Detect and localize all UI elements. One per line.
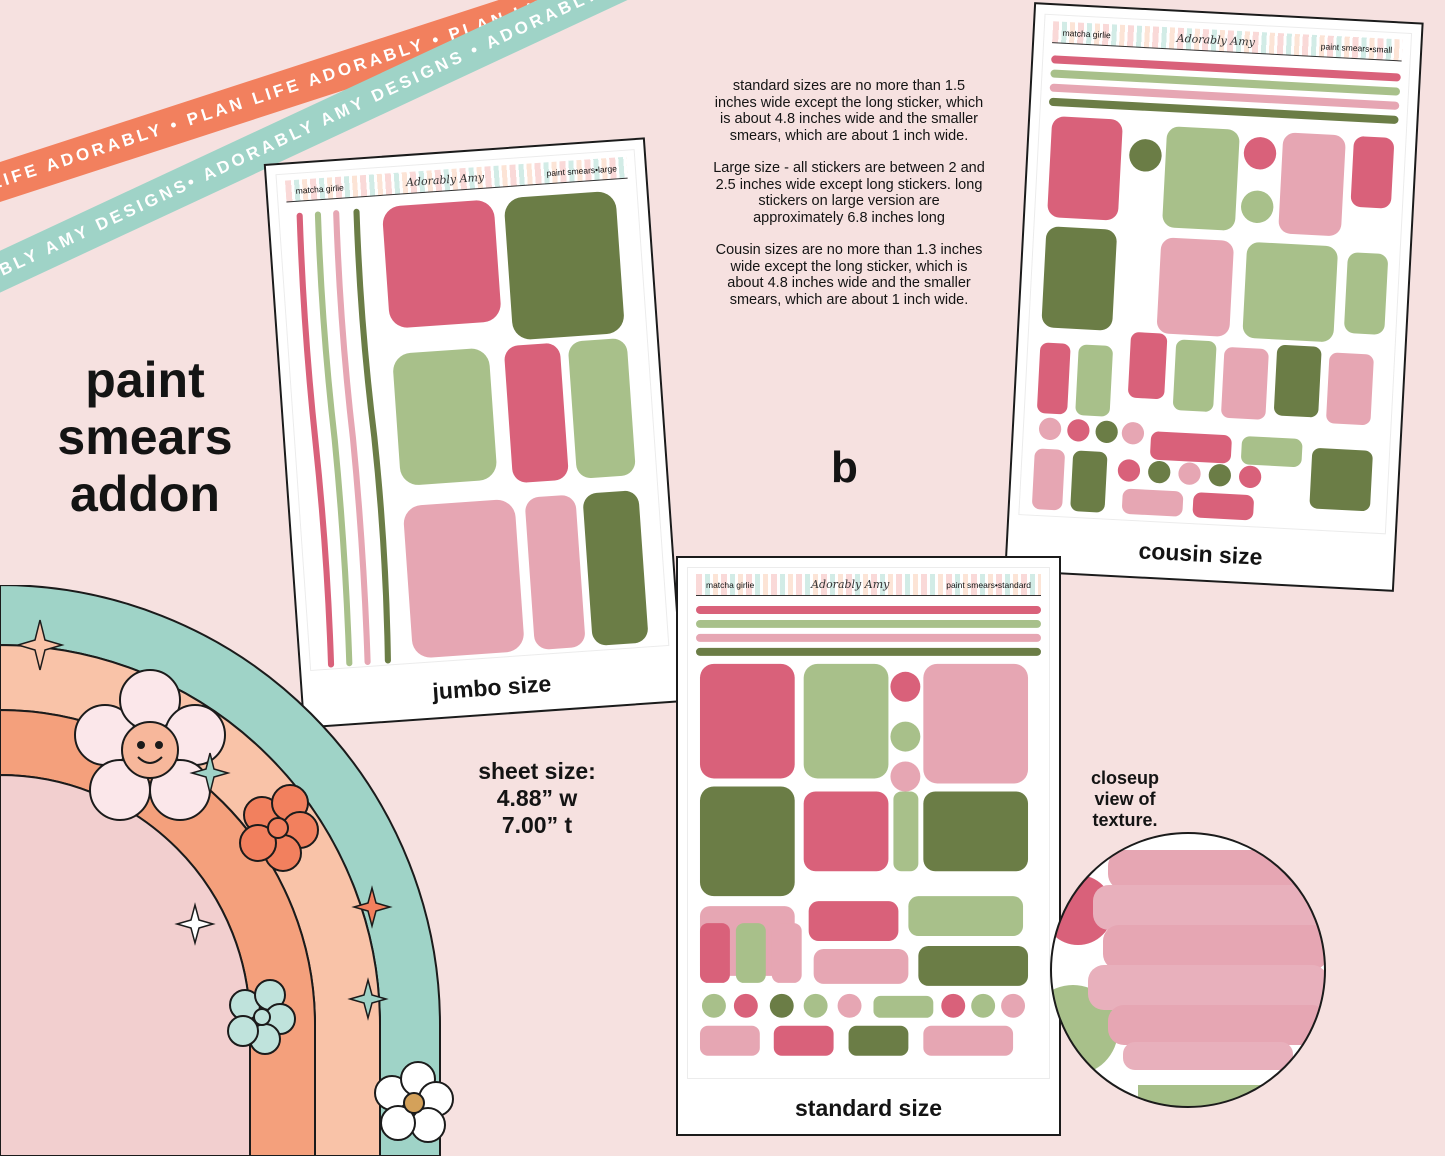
paint-smear-stickers bbox=[296, 191, 648, 668]
title-line: addon bbox=[70, 466, 220, 522]
texture-closeup bbox=[1050, 832, 1326, 1108]
sheet-header: matcha girlie Adorably Amy paint smears•… bbox=[696, 574, 1041, 596]
paint-smear-stickers bbox=[1032, 55, 1401, 521]
closeup-line: view of bbox=[1094, 789, 1156, 809]
closeup-label: closeup view of texture. bbox=[1080, 768, 1170, 831]
sheet-size-label: sheet size: bbox=[478, 758, 596, 784]
flower-icon bbox=[227, 979, 296, 1055]
smiley-flower-icon bbox=[74, 669, 226, 821]
sparkle-icon bbox=[351, 885, 393, 929]
sparkle-icon bbox=[174, 902, 216, 946]
brand-logo: Adorably Amy bbox=[1176, 31, 1256, 49]
brand-logo: Adorably Amy bbox=[405, 170, 485, 190]
card-caption: standard size bbox=[795, 1095, 942, 1121]
title-line: paint bbox=[85, 352, 205, 408]
sparkle-icon bbox=[189, 752, 231, 794]
product-title: paint smears addon bbox=[40, 352, 250, 523]
sticker-sheet: matcha girlie Adorably Amy paint smears•… bbox=[1019, 14, 1412, 534]
large-size-info: Large size - all stickers are between 2 … bbox=[713, 160, 985, 226]
closeup-line: texture. bbox=[1092, 810, 1158, 830]
sheet-size-width: 4.88” w bbox=[496, 785, 578, 811]
sheet-size: sheet size: 4.88” w 7.00” t bbox=[468, 758, 606, 839]
sheet-type: paint smears•large bbox=[546, 162, 618, 178]
brand-logo: Adorably Amy bbox=[811, 578, 890, 591]
flower-icon bbox=[239, 784, 319, 872]
cousin-size-card: matcha girlie Adorably Amy paint smears•… bbox=[1004, 2, 1424, 592]
sheet-theme: matcha girlie bbox=[295, 182, 345, 196]
sheet-type: paint smears•small bbox=[1320, 40, 1393, 55]
card-caption: cousin size bbox=[1137, 537, 1264, 570]
sheet-theme: matcha girlie bbox=[1062, 27, 1112, 40]
jumbo-size-card: matcha girlie Adorably Amy paint smears•… bbox=[263, 137, 685, 729]
sticker-sheet: matcha girlie Adorably Amy paint smears•… bbox=[276, 150, 669, 670]
title-line: smears bbox=[57, 409, 233, 465]
size-info: standard sizes are no more than 1.5 inch… bbox=[712, 78, 986, 324]
rainbow-illustration bbox=[0, 585, 454, 1156]
sheet-type: paint smears•standard bbox=[946, 579, 1031, 590]
paint-smear-stickers bbox=[695, 605, 1041, 1056]
sheet-size-height: 7.00” t bbox=[501, 812, 573, 838]
sparkle-icon bbox=[15, 619, 65, 671]
sheet-theme: matcha girlie bbox=[706, 579, 755, 590]
closeup-line: closeup bbox=[1090, 768, 1160, 788]
daisy-icon bbox=[374, 1061, 454, 1143]
sparkle-icon bbox=[347, 977, 389, 1021]
standard-size-card: matcha girlie Adorably Amy paint smears•… bbox=[676, 556, 1061, 1136]
cousin-size-info: Cousin sizes are no more than 1.3 inches… bbox=[715, 242, 983, 308]
standard-size-info: standard sizes are no more than 1.5 inch… bbox=[714, 78, 984, 144]
sticker-sheet: matcha girlie Adorably Amy paint smears•… bbox=[688, 568, 1049, 1078]
variant-letter: b bbox=[831, 443, 858, 492]
